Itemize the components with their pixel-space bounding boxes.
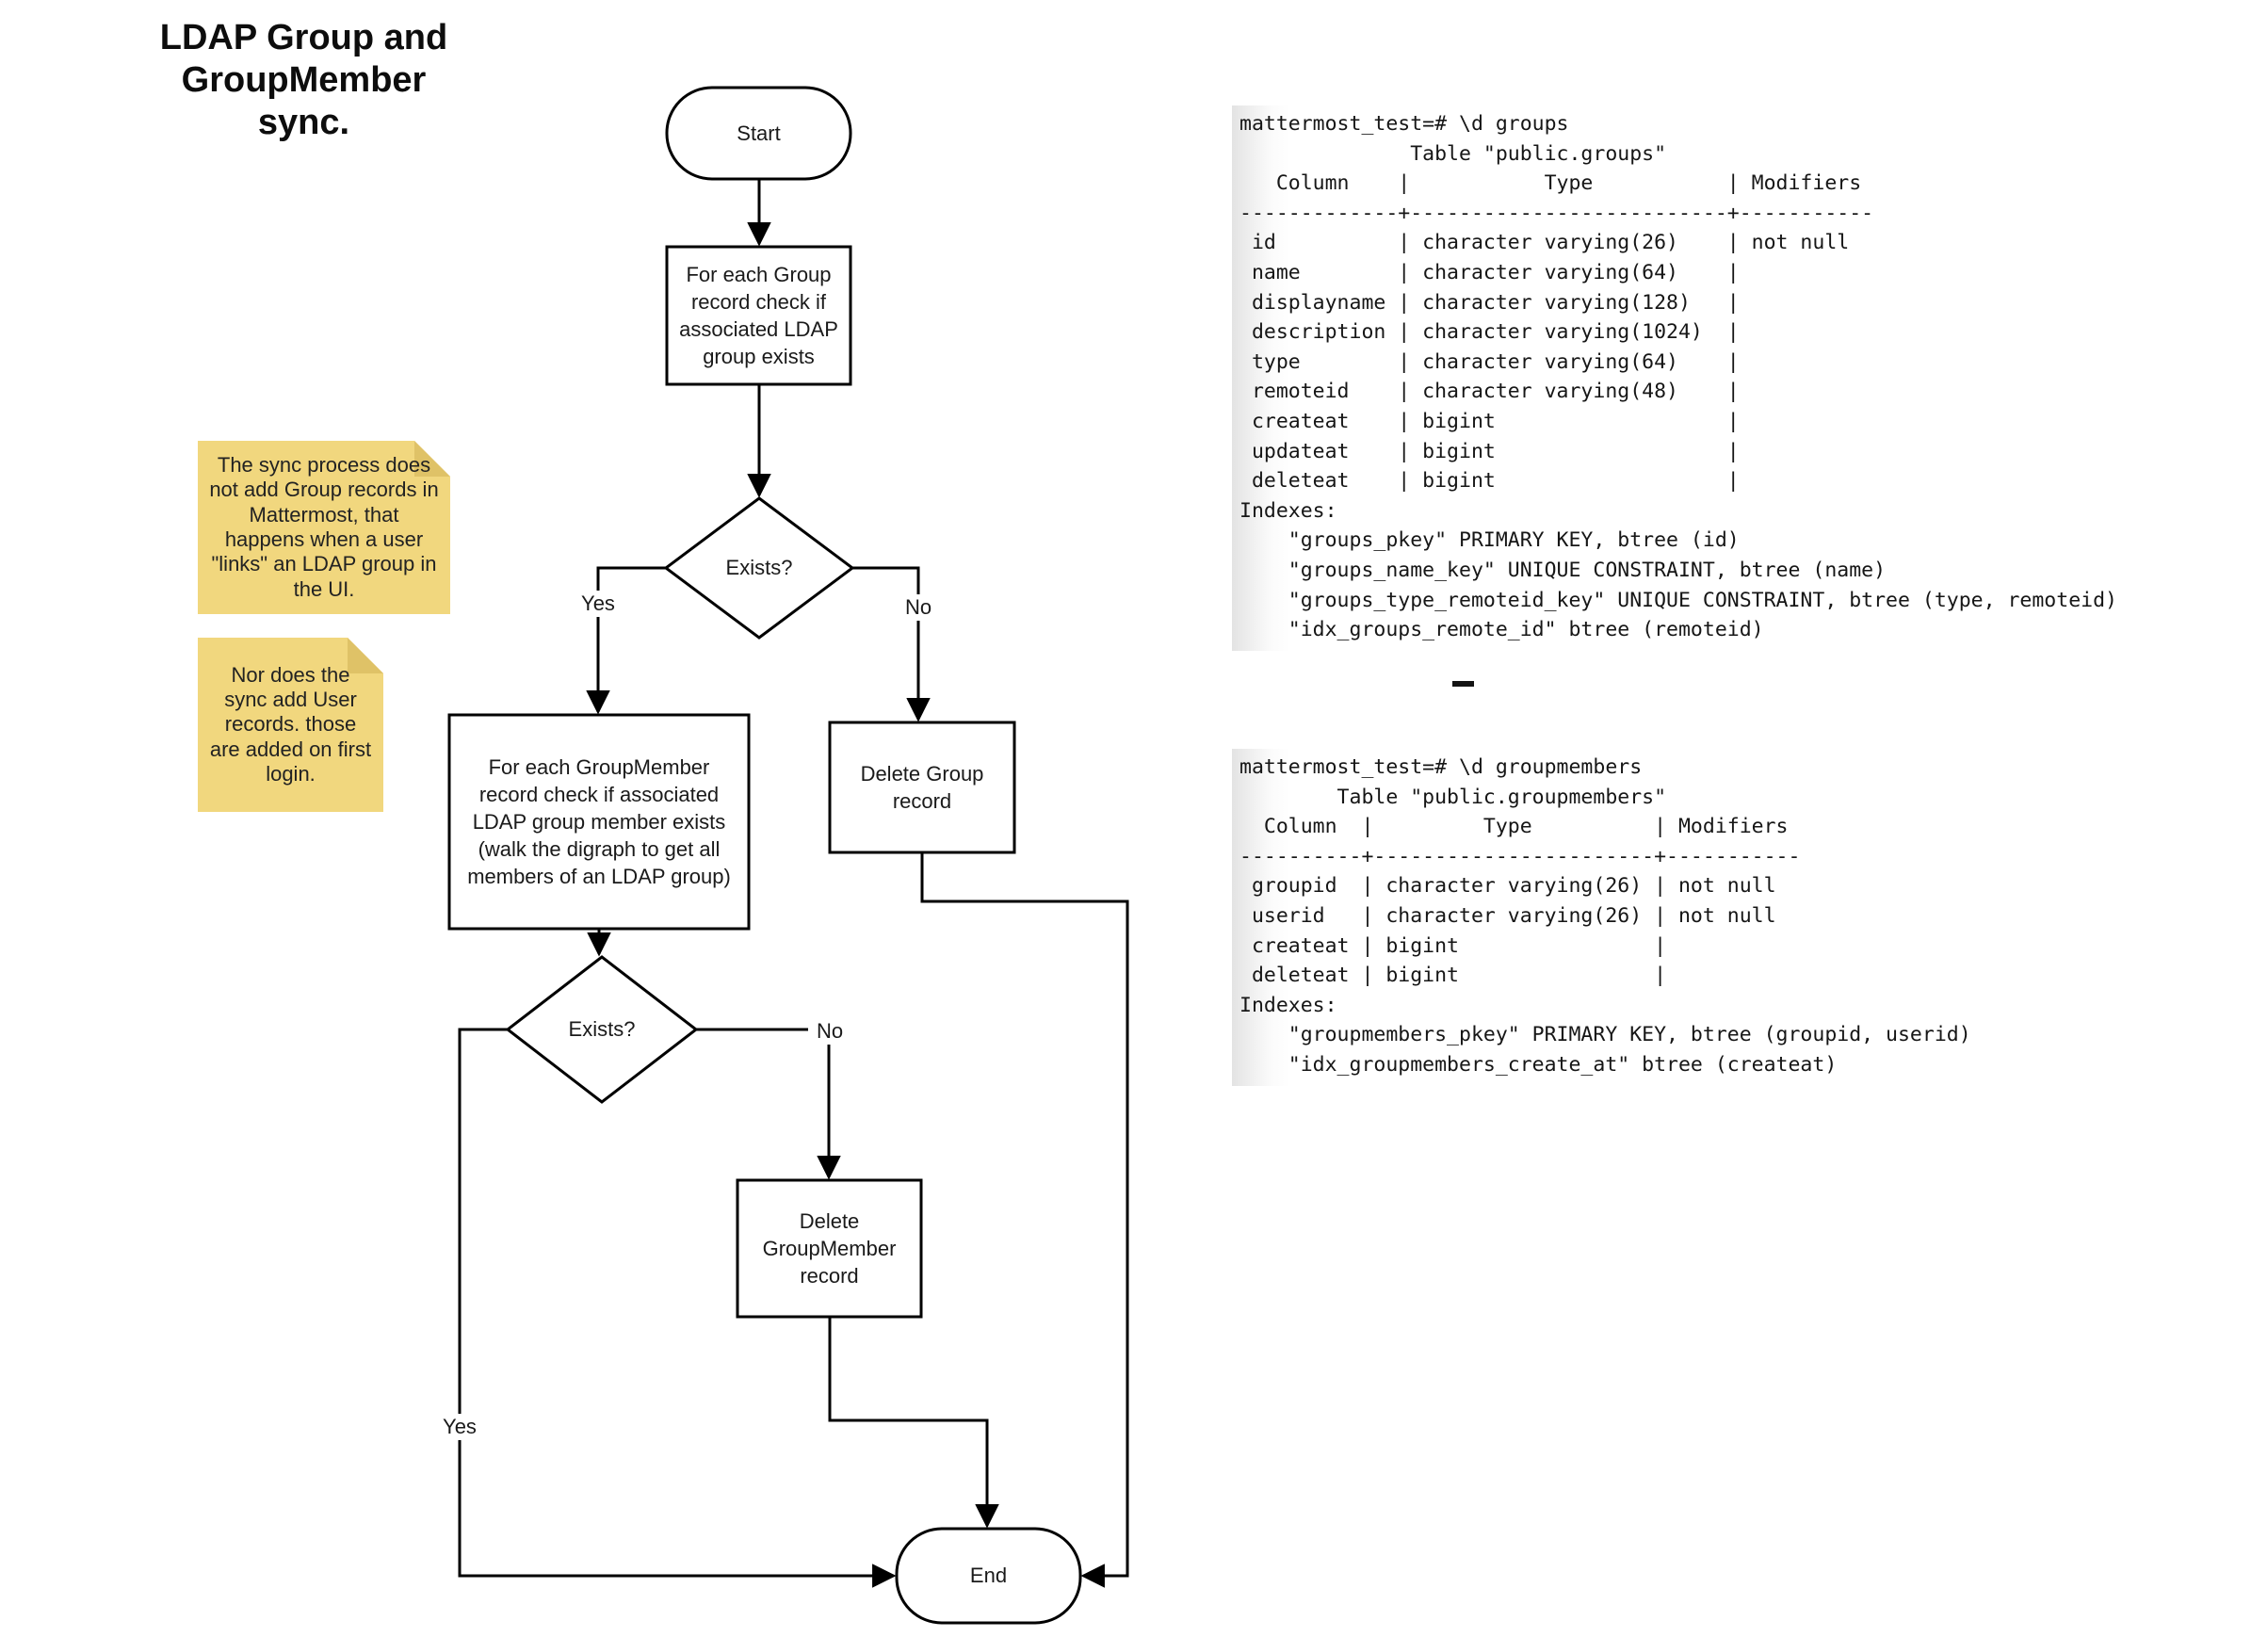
terminal-output-groupmembers: mattermost_test=# \d groupmembers Table …	[1232, 749, 1971, 1086]
decision2-no-label: No	[808, 1018, 851, 1045]
process-groupmember-check-shape	[447, 713, 751, 931]
end-node-label: End	[969, 1564, 1008, 1588]
decision2-shape	[505, 955, 699, 1104]
sticky-note-user-records: Nor does the sync add User records. thos…	[198, 638, 383, 812]
edge-delete-group-to-end	[920, 852, 1129, 1588]
process-groupmember-check-label: For each GroupMember record check if ass…	[467, 754, 731, 889]
delete-groupmember-shape	[736, 1178, 923, 1319]
decision1-shape	[663, 496, 855, 640]
decision1-no-label: No	[897, 594, 940, 621]
edge-decision2-no	[696, 1028, 841, 1180]
decision1-label: Exists?	[725, 556, 793, 580]
edge-delete-groupmember-to-end	[828, 1317, 999, 1529]
end-node-shape	[895, 1527, 1082, 1625]
delete-group-shape	[828, 721, 1016, 854]
page-title: LDAP Group and GroupMember sync.	[159, 18, 448, 142]
delete-groupmember-label: Delete GroupMember record	[762, 1208, 897, 1289]
sticky-note-paper	[198, 441, 450, 614]
delete-group-label: Delete Group record	[860, 761, 984, 813]
process-group-check-label: For each Group record check if associate…	[679, 262, 838, 369]
sticky-note-text: Nor does the sync add User records. thos…	[209, 662, 372, 786]
start-node-label: Start	[737, 121, 781, 145]
decision1-yes-label: Yes	[573, 591, 624, 617]
edge-decision2-yes-to-end	[458, 1028, 897, 1588]
terminal-output-groups: mattermost_test=# \d groups Table "publi…	[1232, 105, 2180, 651]
edge-decision1-no	[852, 566, 931, 722]
sticky-note-text: The sync process does not add Group reco…	[209, 452, 439, 601]
terminal-cursor: -	[1452, 681, 1474, 687]
sticky-note-group-records: The sync process does not add Group reco…	[198, 441, 450, 614]
decision2-yes-label: Yes	[435, 1414, 484, 1440]
decision2-label: Exists?	[568, 1017, 636, 1042]
process-group-check-shape	[665, 245, 852, 386]
edge-decision1-yes	[586, 566, 666, 715]
